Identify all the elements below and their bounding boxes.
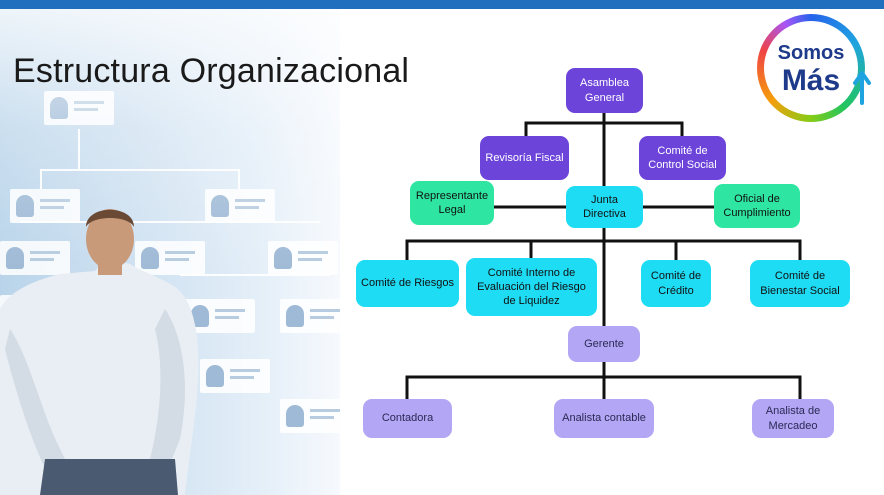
node-asamblea-general: Asamblea General [566,68,643,113]
node-label: Revisoría Fiscal [485,151,564,164]
node-label: Oficial de Cumplimiento [723,192,791,219]
node-label: Contadora [381,412,434,425]
node-analista-contable: Analista contable [554,399,654,438]
node-comite-credito: Comité de Crédito [641,260,711,307]
node-label: Gerente [584,337,624,350]
node-label: Comité de Crédito [650,270,702,297]
node-label: Comité de Control Social [648,144,717,171]
page-title: Estructura Organizacional [13,52,410,90]
node-label: Comité de Bienestar Social [760,270,840,297]
node-analista-mercadeo: Analista de Mercadeo [752,399,834,438]
logo-text-line1: Somos [777,42,845,64]
node-contadora: Contadora [363,399,452,438]
node-comite-riesgos: Comité de Riesgos [356,260,459,307]
node-label: Comité Interno de Evaluación del Riesgo … [477,266,586,308]
node-label: Representante Legal [415,189,489,216]
node-comite-control-social: Comité de Control Social [639,136,726,180]
node-gerente: Gerente [568,326,640,362]
top-accent-bar [0,0,884,9]
node-representante-legal: Representante Legal [410,181,494,225]
node-junta-directiva: Junta Directiva [566,186,643,228]
node-comite-riesgo-liquidez: Comité Interno de Evaluación del Riesgo … [466,258,597,316]
background-photo [0,9,340,495]
node-label: Comité de Riesgos [361,277,454,290]
node-revisoria-fiscal: Revisoría Fiscal [480,136,569,180]
node-label: Junta Directiva [583,193,626,220]
node-label: Analista contable [562,412,646,425]
node-oficial-cumplimiento: Oficial de Cumplimiento [714,184,800,228]
node-comite-bienestar-social: Comité de Bienestar Social [750,260,850,307]
node-label: Analista de Mercadeo [765,405,821,432]
businessman-figure [0,209,199,495]
node-label: Asamblea General [580,77,629,104]
somos-mas-logo: Somos Más [757,14,877,124]
up-arrow-icon [853,71,871,105]
logo-text-line2: Más [781,64,841,97]
